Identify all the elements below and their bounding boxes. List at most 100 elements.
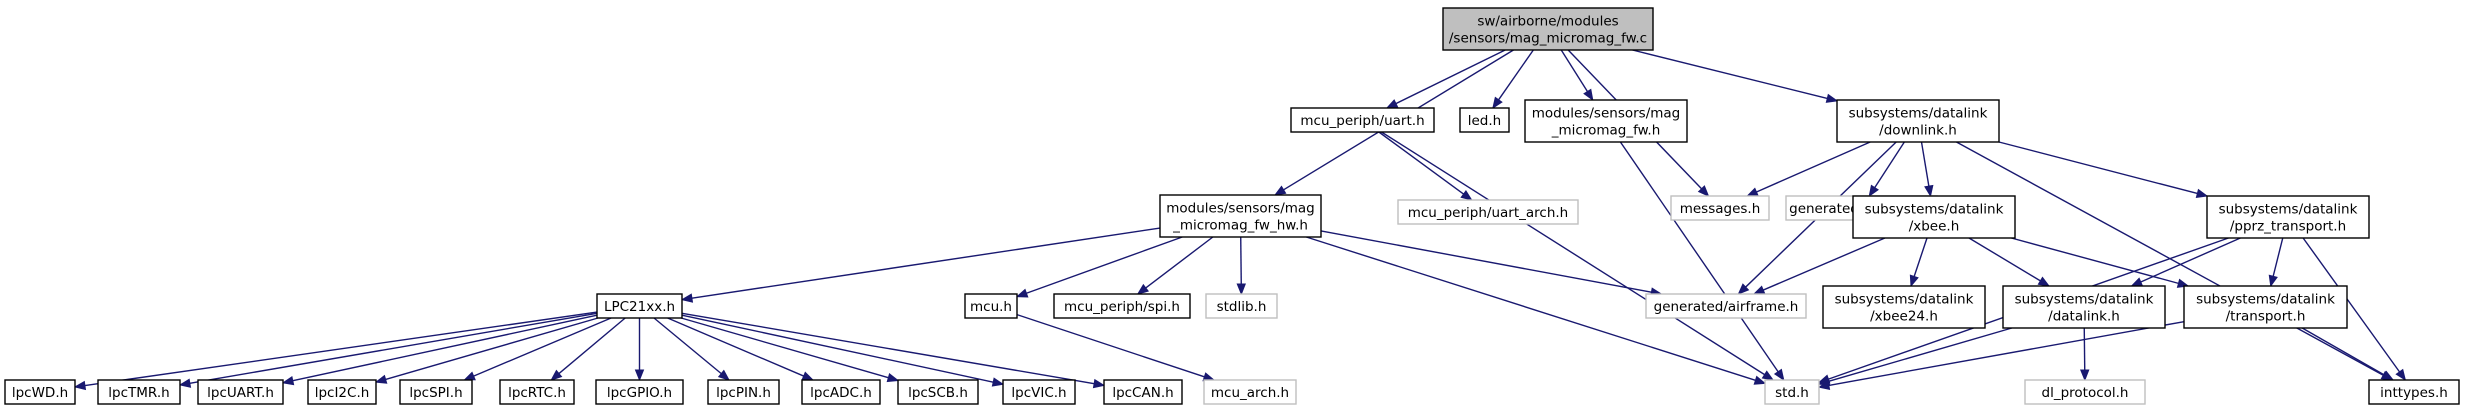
edge-line [385, 317, 599, 381]
node-label: lpcSCB.h [908, 385, 968, 401]
edge-line [2301, 327, 2385, 376]
node-box[interactable] [1103, 379, 1183, 405]
node-transport[interactable]: subsystems/datalink/transport.h [2183, 285, 2348, 329]
edge-line [1968, 237, 2041, 282]
node-box[interactable] [1053, 293, 1191, 319]
edge-arrowhead [550, 369, 563, 381]
node-led[interactable]: led.h [1459, 107, 1510, 133]
node-box[interactable] [97, 379, 181, 405]
edge-lpc-to-lpcVIC [681, 314, 1005, 387]
edge-arrowhead [1761, 370, 1775, 381]
node-label: subsystems/datalink [1835, 292, 1974, 308]
edge-line [189, 312, 598, 384]
edge-arrowhead [1015, 288, 1029, 298]
edge-xbee-to-dl [1968, 237, 2051, 287]
edge-line [1240, 236, 1242, 285]
node-box[interactable] [1442, 7, 1654, 51]
node-inttypes[interactable]: inttypes.h [2368, 379, 2460, 405]
node-label: generated/airframe.h [1654, 299, 1799, 315]
edge-line [1828, 327, 2013, 383]
edge-lpc-to-lpcWD [73, 311, 598, 391]
node-box[interactable] [1524, 99, 1688, 143]
edge-arrowhead [886, 373, 900, 383]
node-lpcI2C[interactable]: lpcI2C.h [307, 379, 377, 405]
edge-line [1378, 131, 1464, 195]
node-box[interactable] [595, 379, 684, 405]
node-dl[interactable]: subsystems/datalink/datalink.h [2002, 285, 2166, 329]
node-lpcPIN[interactable]: lpcPIN.h [707, 379, 780, 405]
node-lpcWD[interactable]: lpcWD.h [4, 379, 76, 405]
node-label: /pprz_transport.h [2230, 219, 2346, 235]
node-xbee[interactable]: subsystems/datalink/xbee.h [1852, 195, 2016, 239]
edge-arrowhead [1868, 184, 1879, 198]
edge-line [2011, 237, 2179, 285]
edge-arrowhead [1697, 185, 1710, 197]
node-box[interactable] [2206, 195, 2370, 239]
node-box[interactable] [307, 379, 377, 405]
node-label: /xbee24.h [1870, 309, 1938, 325]
edge-arrowhead [1737, 283, 1750, 295]
edge-arrowhead [281, 375, 295, 386]
node-mcu[interactable]: mcu.h [964, 293, 1018, 319]
edge-line [653, 317, 722, 375]
node-box[interactable] [1290, 107, 1435, 133]
edge-arrowhead [1385, 99, 1399, 109]
node-lpcTMR[interactable]: lpcTMR.h [97, 379, 181, 405]
node-root[interactable]: sw/airborne/modules/sensors/mag_micromag… [1442, 7, 1654, 51]
node-uart[interactable]: mcu_periph/uart.h [1290, 107, 1435, 133]
node-box[interactable] [499, 379, 575, 405]
edge-line [1306, 236, 1756, 382]
node-box[interactable] [897, 379, 979, 405]
node-std: std.h [1764, 379, 1820, 405]
node-box[interactable] [1822, 285, 1986, 329]
node-lpcSCB[interactable]: lpcSCB.h [897, 379, 979, 405]
node-box[interactable] [1002, 379, 1076, 405]
node-lpcUART[interactable]: lpcUART.h [197, 379, 284, 405]
node-box[interactable] [1459, 107, 1510, 133]
edge-uart-to-uartarch [1378, 131, 1473, 201]
node-magfw[interactable]: modules/sensors/mag_micromag_fw.h [1524, 99, 1688, 143]
node-downlink[interactable]: subsystems/datalink/downlink.h [1836, 99, 2000, 143]
edge-line [1145, 236, 1214, 289]
node-box[interactable] [2368, 379, 2460, 405]
edge-dl-to-std [1817, 327, 2013, 386]
node-lpcGPIO[interactable]: lpcGPIO.h [595, 379, 684, 405]
node-lpcADC[interactable]: lpcADC.h [801, 379, 881, 405]
node-box[interactable] [197, 379, 284, 405]
node-label: subsystems/datalink [2015, 292, 2154, 308]
node-box[interactable] [1159, 194, 1322, 238]
edge-pprz-to-transport [2268, 237, 2284, 288]
node-lpcCAN[interactable]: lpcCAN.h [1103, 379, 1183, 405]
node-box[interactable] [596, 293, 683, 319]
edge-downlink-to-xbee [1920, 141, 1934, 198]
edge-downlink-to-genmod [1868, 141, 1905, 198]
node-lpcRTC[interactable]: lpcRTC.h [499, 379, 575, 405]
edge-arrowhead [2195, 188, 2209, 198]
node-label: lpcPIN.h [716, 385, 771, 401]
node-pprz[interactable]: subsystems/datalink/pprz_transport.h [2206, 195, 2370, 239]
node-box[interactable] [2002, 285, 2166, 329]
node-xbee24[interactable]: subsystems/datalink/xbee24.h [1822, 285, 1986, 329]
node-lpcVIC[interactable]: lpcVIC.h [1002, 379, 1076, 405]
node-label: lpcWD.h [12, 385, 68, 401]
node-box[interactable] [707, 379, 780, 405]
node-box[interactable] [1836, 99, 2000, 143]
node-spi[interactable]: mcu_periph/spi.h [1053, 293, 1191, 319]
node-box[interactable] [4, 379, 76, 405]
node-label: subsystems/datalink [1849, 106, 1988, 122]
node-box[interactable] [399, 379, 473, 405]
node-box[interactable] [1852, 195, 2016, 239]
edge-downlink-to-messages [1746, 141, 1871, 197]
edge-line [1632, 49, 1828, 100]
node-hw[interactable]: modules/sensors/mag_micromag_fw_hw.h [1159, 194, 1322, 238]
node-label: mcu_periph/spi.h [1064, 299, 1180, 315]
edge-hw-to-std [1306, 236, 1767, 385]
node-box[interactable] [801, 379, 881, 405]
node-lpcSPI[interactable]: lpcSPI.h [399, 379, 473, 405]
node-box[interactable] [964, 293, 1018, 319]
edge-line [1998, 141, 2198, 195]
edge-arrowhead [1236, 283, 1246, 296]
edge-arrowhead [73, 380, 87, 391]
node-box[interactable] [2183, 285, 2348, 329]
node-lpc[interactable]: LPC21xx.h [596, 293, 683, 319]
